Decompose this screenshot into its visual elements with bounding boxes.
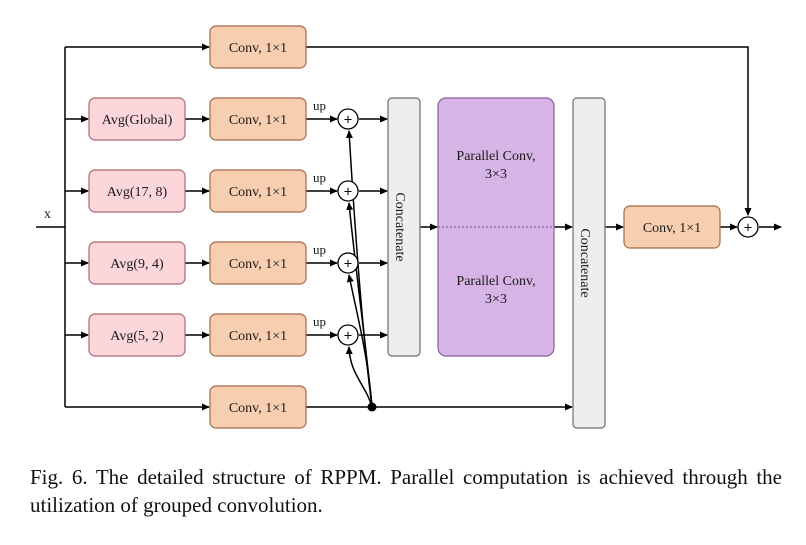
conv-label: Conv, 1×1 xyxy=(229,401,287,416)
avg-17-8-box: Avg(17, 8) xyxy=(88,169,186,213)
avg-5-2-box: Avg(5, 2) xyxy=(88,313,186,357)
conv-1x1-final: Conv, 1×1 xyxy=(623,205,721,249)
avg-9-4-box: Avg(9, 4) xyxy=(88,241,186,285)
conv-label: Conv, 1×1 xyxy=(643,221,701,236)
parallel-conv-label: Parallel Conv, xyxy=(456,274,535,289)
conv-label: Conv, 1×1 xyxy=(229,329,287,344)
plus-symbol: + xyxy=(344,112,353,129)
conv-1x1-17-8: Conv, 1×1 xyxy=(209,169,307,213)
conv-label: Conv, 1×1 xyxy=(229,185,287,200)
input-x-label: x xyxy=(44,207,51,222)
rppm-diagram: x up up up up Conv, 1×1 Conv, 1×1 Conv, … xyxy=(36,25,782,429)
concatenate-block-2: Concatenate xyxy=(572,97,606,429)
parallel-conv-block: Parallel Conv, 3×3 Parallel Conv, 3×3 xyxy=(437,97,555,357)
avg-label: Avg(17, 8) xyxy=(107,185,168,200)
conv-1x1-bottom: Conv, 1×1 xyxy=(209,385,307,429)
connector-lines xyxy=(36,43,782,411)
avg-label: Avg(9, 4) xyxy=(110,257,164,272)
avg-label: Avg(5, 2) xyxy=(110,329,164,344)
plus-symbol: + xyxy=(344,184,353,201)
plus-node-1: + xyxy=(337,108,359,130)
curve-to-plus-4 xyxy=(345,346,373,408)
junction-dot xyxy=(367,402,377,412)
conv-label: Conv, 1×1 xyxy=(229,257,287,272)
skip-connection-arrow xyxy=(306,46,752,216)
plus-symbol: + xyxy=(344,328,353,345)
plus-node-final: + xyxy=(737,216,759,238)
up-label: up xyxy=(313,98,326,113)
conv-label: Conv, 1×1 xyxy=(229,41,287,56)
plus-symbol: + xyxy=(344,256,353,273)
plus-node-3: + xyxy=(337,252,359,274)
conv-1x1-global: Conv, 1×1 xyxy=(209,97,307,141)
concatenate-label: Concatenate xyxy=(392,192,407,261)
parallel-conv-kernel-label: 3×3 xyxy=(485,167,507,182)
avg-label: Avg(Global) xyxy=(102,113,173,128)
conv-1x1-top: Conv, 1×1 xyxy=(209,25,307,69)
conv-label: Conv, 1×1 xyxy=(229,113,287,128)
avg-global-box: Avg(Global) xyxy=(88,97,186,141)
up-label: up xyxy=(313,170,326,185)
conv-1x1-5-2: Conv, 1×1 xyxy=(209,313,307,357)
figure-caption: Fig. 6. The detailed structure of RPPM. … xyxy=(30,465,782,517)
parallel-conv-kernel-label: 3×3 xyxy=(485,292,507,307)
plus-node-2: + xyxy=(337,180,359,202)
parallel-conv-label: Parallel Conv, xyxy=(456,149,535,164)
concatenate-label: Concatenate xyxy=(577,228,592,297)
plus-node-4: + xyxy=(337,324,359,346)
plus-symbol: + xyxy=(744,220,753,237)
curve-to-plus-3 xyxy=(346,274,373,408)
concatenate-block-1: Concatenate xyxy=(387,97,421,357)
conv-1x1-9-4: Conv, 1×1 xyxy=(209,241,307,285)
up-label: up xyxy=(313,314,326,329)
up-label: up xyxy=(313,242,326,257)
